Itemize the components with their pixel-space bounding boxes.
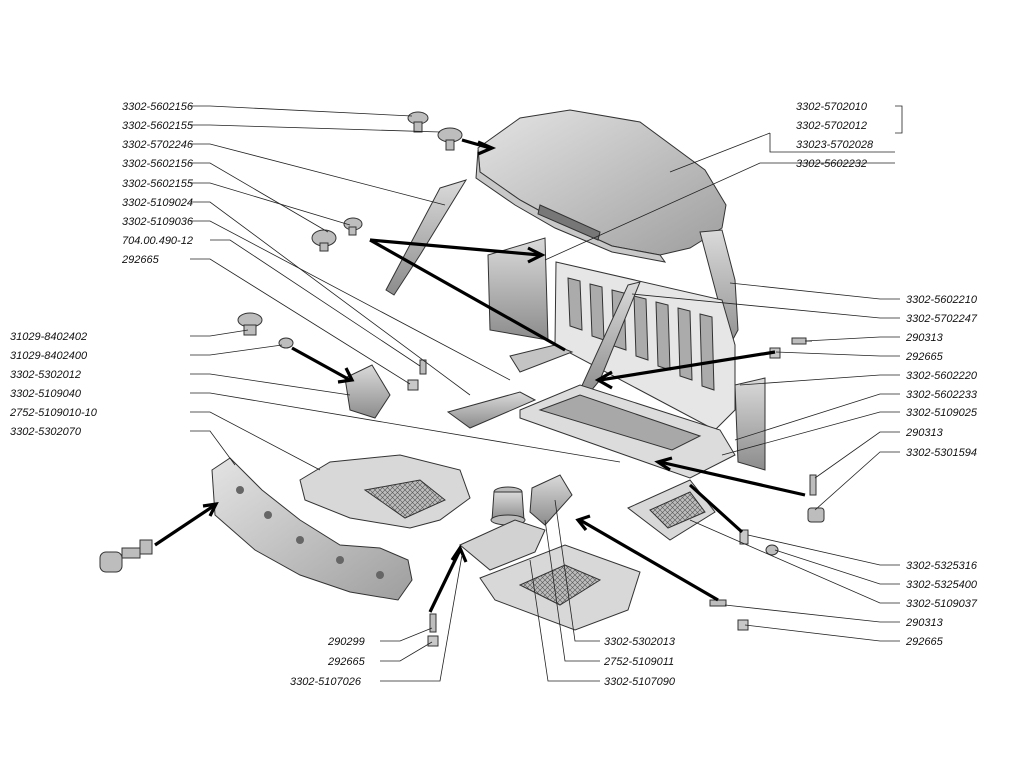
part-number-label: 3302-5302012 bbox=[10, 369, 81, 381]
part-number-label: 3302-5301594 bbox=[906, 447, 977, 459]
part-number-label: 3302-5702247 bbox=[906, 313, 978, 325]
labels-right: 3302-5702010 3302-5702012 33023-5702028 … bbox=[796, 101, 978, 648]
part-number-label: 290313 bbox=[905, 332, 944, 344]
big-clip-part bbox=[99, 539, 153, 573]
part-number-label: 3302-5602232 bbox=[796, 158, 867, 170]
assembly-arrow bbox=[461, 138, 497, 156]
side-wall-panel-right-part bbox=[734, 377, 766, 471]
part-number-label: 3302-5107026 bbox=[290, 676, 362, 688]
part-number-label: 3302-5602155 bbox=[122, 120, 194, 132]
seat-bracket-part bbox=[529, 474, 573, 526]
assembly-arrow bbox=[291, 346, 355, 384]
left-pillar-trim-part bbox=[385, 179, 468, 296]
roof-vent-slot bbox=[537, 204, 601, 241]
part-number-label: 292665 bbox=[327, 656, 366, 668]
part-number-label: 3302-5109036 bbox=[122, 216, 194, 228]
plug-part bbox=[278, 337, 294, 349]
part-number-label: 31029-8402402 bbox=[10, 331, 87, 343]
roof-headliner-part bbox=[477, 109, 727, 256]
part-number-label: 3302-5302070 bbox=[10, 426, 82, 438]
nut-part-5 bbox=[407, 379, 419, 391]
cab-floor-mat-mesh bbox=[363, 479, 446, 519]
clip-part-4 bbox=[343, 217, 363, 236]
part-number-label: 3302-5107090 bbox=[604, 676, 676, 688]
assembly-arrow bbox=[154, 501, 219, 547]
cargo-floor-groove bbox=[538, 394, 702, 451]
part-number-label: 290299 bbox=[327, 636, 365, 648]
part-number-label: 704.00.490-12 bbox=[122, 235, 193, 247]
gear-boot-part bbox=[490, 486, 526, 526]
screw-part-4 bbox=[429, 613, 437, 633]
tunnel-plate-part bbox=[459, 519, 546, 571]
part-number-label: 292665 bbox=[905, 636, 944, 648]
part-number-label: 3302-5602156 bbox=[122, 101, 194, 113]
clip-part-2 bbox=[437, 127, 463, 151]
part-number-label: 31029-8402400 bbox=[10, 350, 88, 362]
assembly-arrows bbox=[154, 138, 806, 613]
part-number-label: 292665 bbox=[905, 351, 944, 363]
labels-left: 3302-5602156 3302-5602155 3302-5702246 3… bbox=[9, 101, 194, 438]
part-number-label: 290313 bbox=[905, 427, 944, 439]
nut-part-2 bbox=[807, 507, 825, 523]
part-number-label: 3302-5702246 bbox=[122, 139, 194, 151]
part-number-label: 33023-5702028 bbox=[796, 139, 874, 151]
part-number-label: 3302-5702010 bbox=[796, 101, 868, 113]
part-number-label: 3302-5602220 bbox=[906, 370, 978, 382]
bracket-trim-part bbox=[344, 364, 391, 419]
assembly-arrow bbox=[654, 456, 806, 497]
door-side-panel-holes bbox=[236, 486, 384, 579]
part-number-label: 290313 bbox=[905, 617, 944, 629]
part-number-label: 3302-5302013 bbox=[604, 636, 676, 648]
rear-floor-mat-mesh bbox=[518, 564, 602, 606]
part-number-label: 3302-5109037 bbox=[906, 598, 978, 610]
screw-part-2 bbox=[809, 474, 817, 496]
step-part bbox=[509, 344, 574, 373]
assembly-arrow bbox=[594, 350, 776, 390]
assembly-arrow bbox=[369, 238, 546, 264]
nut-part-4 bbox=[427, 635, 439, 647]
part-number-label: 3302-5602233 bbox=[906, 389, 978, 401]
part-number-label: 2752-5109011 bbox=[603, 656, 674, 668]
part-number-label: 3302-5602155 bbox=[122, 178, 194, 190]
part-number-label: 2752-5109010-10 bbox=[9, 407, 98, 419]
roof-front-strip bbox=[475, 149, 667, 263]
part-number-label: 3302-5602156 bbox=[122, 158, 194, 170]
part-number-label: 3302-5702012 bbox=[796, 120, 867, 132]
push-clip-part bbox=[237, 312, 263, 336]
screw-part-3 bbox=[709, 599, 727, 607]
labels-bottom: 290299 292665 3302-5107026 3302-5302013 … bbox=[290, 636, 676, 688]
assembly-arrow bbox=[688, 483, 744, 534]
leader-lines bbox=[190, 105, 903, 682]
clip-part-6 bbox=[765, 544, 779, 556]
clip-part-1 bbox=[407, 111, 429, 133]
part-number-label: 3302-5325316 bbox=[906, 560, 978, 572]
parts bbox=[99, 109, 825, 647]
part-number-label: 3302-5325400 bbox=[906, 579, 978, 591]
right-floor-mat-mesh bbox=[649, 491, 706, 529]
clip-part-3 bbox=[311, 229, 337, 252]
assembly-arrow bbox=[369, 238, 566, 352]
part-number-label: 3302-5109025 bbox=[906, 407, 978, 419]
assembly-arrow bbox=[575, 514, 719, 602]
door-side-panel-part bbox=[211, 457, 413, 601]
part-number-label: 3302-5602210 bbox=[906, 294, 978, 306]
part-number-label: 3302-5109040 bbox=[10, 388, 82, 400]
part-number-label: 292665 bbox=[121, 254, 160, 266]
sill-trim-part bbox=[446, 391, 537, 429]
assembly-arrow bbox=[428, 544, 468, 613]
part-number-label: 3302-5109024 bbox=[122, 197, 193, 209]
